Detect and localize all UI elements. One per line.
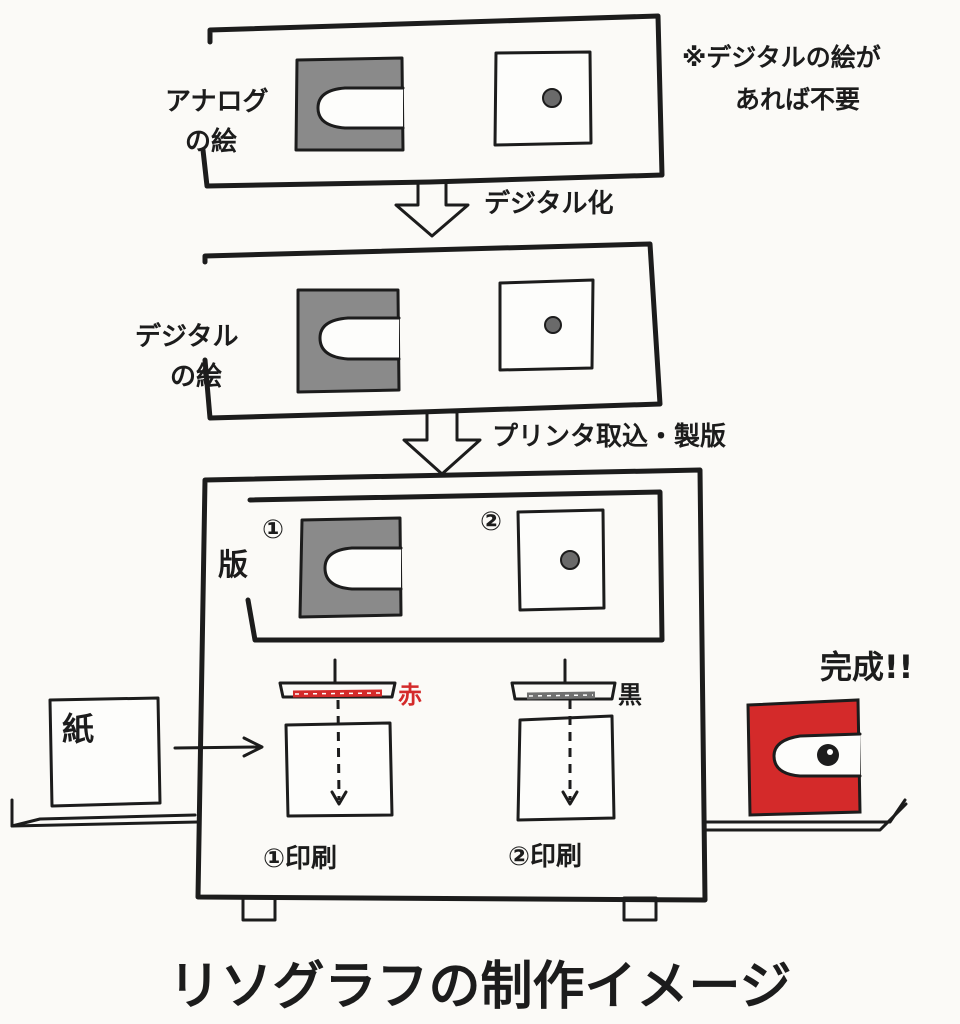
print-sheet-1: [284, 699, 394, 818]
digitize-label: デジタル化: [484, 188, 613, 219]
plate-label: 版: [218, 548, 248, 583]
drum2-color-label: 黒: [618, 681, 642, 709]
analog-note-line1: ※デジタルの絵が: [682, 43, 881, 72]
drum-1: 赤: [278, 658, 422, 709]
done-label: 完成!!: [820, 648, 913, 686]
paper-sheet: [48, 696, 162, 808]
print2-label: ②印刷: [508, 842, 582, 872]
digital-layer-2: [498, 278, 595, 372]
analog-label-line2: の絵: [185, 126, 237, 157]
analog-layer-2: [493, 50, 593, 147]
drum-2: 黒: [510, 658, 642, 709]
feed-arrow: [173, 745, 262, 750]
finished-print: [746, 698, 862, 817]
plate-1: [298, 516, 403, 619]
print1-label: ①印刷: [263, 844, 337, 874]
printer: 版 ① ② 赤 ①印刷: [195, 467, 708, 922]
drum1-color-label: 赤: [398, 681, 422, 709]
print-sheet-2: [516, 700, 616, 822]
digital-layer-1: [296, 288, 401, 394]
analog-label-line1: アナログ: [165, 87, 268, 117]
printer-leg-left: [241, 896, 277, 922]
paper-label: 紙: [62, 710, 94, 748]
digital-frame: [202, 241, 663, 421]
digital-label-line1: デジタル: [135, 321, 238, 352]
printer-body: [195, 467, 708, 903]
digital-stage: デジタル の絵: [135, 241, 663, 421]
output-tray: 完成!!: [704, 648, 913, 832]
plate-2: [516, 508, 606, 612]
analog-frame: [200, 13, 665, 189]
digitize-arrow: デジタル化: [394, 180, 613, 238]
digital-label-line2: の絵: [170, 361, 222, 392]
plate-compartment: [245, 489, 665, 643]
plate-arrow: プリンタ取込・製版: [402, 410, 726, 476]
input-tray: 紙: [10, 696, 264, 828]
analog-stage: アナログ の絵 ※デジタルの絵が あれば不要: [165, 13, 881, 189]
diagram-title: リソグラフの制作イメージ: [169, 957, 792, 1017]
analog-layer-1: [294, 56, 405, 152]
plate2-number: ②: [480, 507, 502, 537]
plate-step-label: プリンタ取込・製版: [492, 422, 726, 452]
analog-note-line2: あれば不要: [735, 85, 860, 114]
plate1-number: ①: [262, 515, 284, 545]
